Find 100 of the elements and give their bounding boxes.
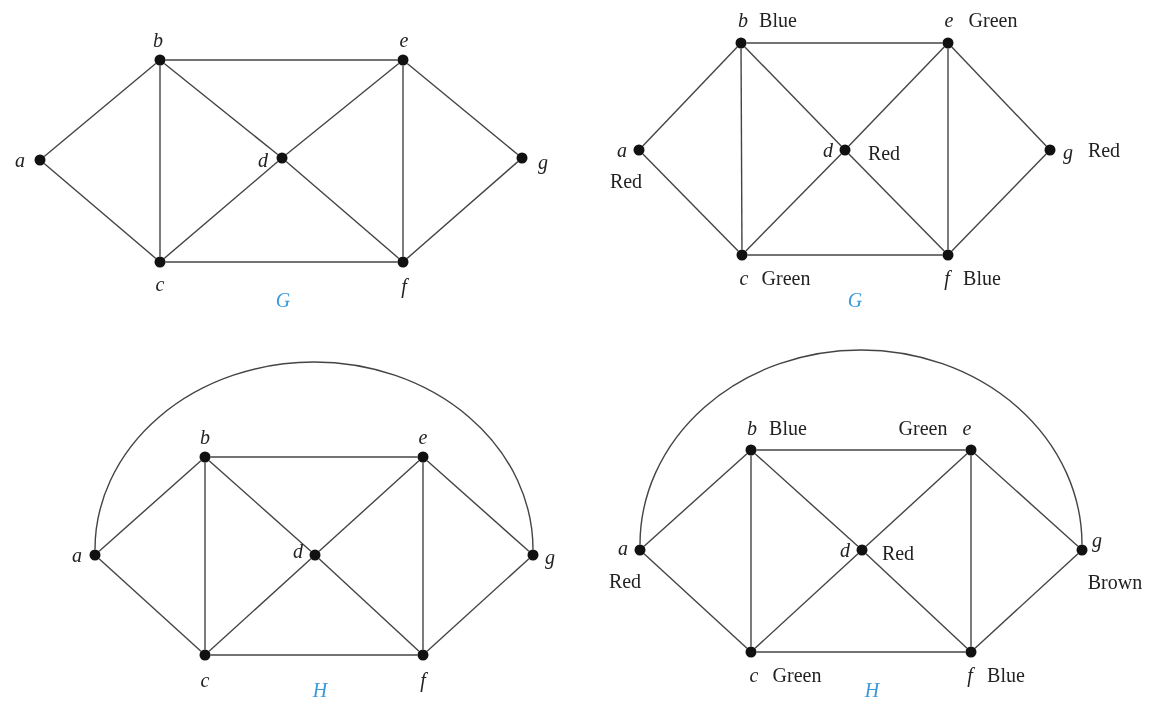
vertex-dot [154,54,166,66]
vertex-dot [397,54,409,66]
graph-edge [746,254,944,256]
graph-caption: H [864,680,880,700]
graph-edge [204,461,206,651]
graph-edge [970,454,972,648]
graph-edge [974,553,1079,649]
vertex-label: b [738,10,748,30]
vertex-label: a [618,538,628,558]
color-label: Blue [759,10,797,30]
graph-edge [639,349,1083,546]
vertex-dot [633,144,645,156]
graph-edge [163,62,279,156]
vertex-dot [199,451,211,463]
vertex-label: e [418,427,428,447]
graph-edge [740,47,743,251]
vertex-label: g [1063,142,1073,162]
graph-edge [209,456,419,458]
vertex-dot [735,37,747,49]
graph-edge [402,64,404,258]
graph-edge [163,160,279,260]
vertex-label: b [747,418,757,438]
graph-edge [865,553,968,649]
vertex-label: e [962,418,972,438]
color-label: Blue [769,418,807,438]
vertex-dot [417,451,429,463]
graph-edge [744,46,842,147]
graph-edge [642,46,738,147]
color-label: Blue [963,268,1001,288]
vertex-dot [309,549,321,561]
graph-edge [43,62,157,158]
vertex-label: d [258,150,268,170]
color-label: Green [772,665,822,685]
vertex-label: f [967,665,973,685]
graph-edge [159,64,161,258]
vertex-label: b [153,30,163,50]
color-label: Red [881,543,915,563]
vertex-label: d [840,540,850,560]
vertex-label: g [538,152,548,172]
graph-edge [285,62,400,156]
color-label: Green [761,268,811,288]
color-label: Blue [987,665,1025,685]
vertex-label: a [72,545,82,565]
vertex-label: f [420,670,426,690]
graph-edge [208,459,312,553]
color-label: Red [1087,140,1121,160]
graph-edge [209,654,419,656]
vertex-label: f [944,268,950,288]
vertex-label: c [155,274,165,294]
vertex-dot [34,154,46,166]
vertex-dot [516,152,528,164]
graph-edge [951,46,1047,147]
graph-edge [865,453,968,547]
graph-edge [643,553,748,649]
graph-edge [754,453,859,548]
vertex-label: e [399,30,409,50]
vertex-dot [745,444,757,456]
graph-edge [98,558,202,652]
vertex-label: e [944,10,954,30]
graph-edge [318,558,420,652]
graph-edge [406,62,519,156]
vertex-dot [942,249,954,261]
vertex-dot [1044,144,1056,156]
graph-edge [285,160,400,260]
vertex-dot [634,544,646,556]
color-label: Green [898,418,948,438]
graph-edge [848,46,945,147]
color-label: Green [968,10,1018,30]
vertex-dot [89,549,101,561]
vertex-label: g [545,547,555,567]
vertex-label: f [401,276,407,296]
graph-edge [94,361,534,551]
vertex-label: g [1092,530,1102,550]
graph-edge [406,160,519,260]
graph-edge [642,153,739,252]
graph-edge [848,153,945,252]
vertex-label: c [749,665,759,685]
graph-edge [745,153,842,252]
graph-edge [422,461,424,651]
graph-edge [43,162,157,260]
vertex-label: c [200,670,210,690]
vertex-dot [856,544,868,556]
vertex-label: d [823,140,833,160]
vertex-dot [745,646,757,658]
graph-edge [974,453,1079,548]
vertex-dot [276,152,288,164]
vertex-dot [942,37,954,49]
color-label: Red [608,571,642,591]
vertex-label: b [200,427,210,447]
graph-edge [755,651,967,653]
vertex-dot [417,649,429,661]
graph-edge [164,59,399,61]
vertex-dot [965,444,977,456]
vertex-dot [527,549,539,561]
color-label: Brown [1087,572,1143,592]
graph-caption: G [847,290,863,310]
graph-edge [755,449,967,451]
graph-edge [643,453,748,548]
graph-caption: G [275,290,291,310]
vertex-label: c [739,268,749,288]
